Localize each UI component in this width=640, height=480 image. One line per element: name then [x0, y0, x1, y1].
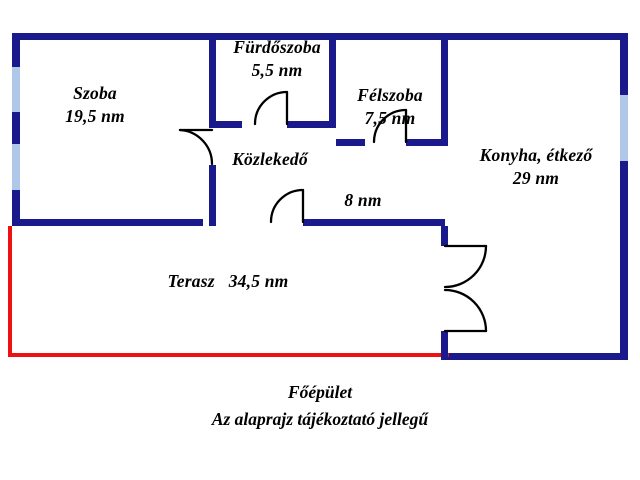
wall-felszoba-south-left [336, 139, 365, 146]
plan-caption: Főépület Az alaprajz tájékoztató jellegű [0, 382, 640, 430]
room-area-felszoba: 7,5 nm [364, 108, 416, 129]
window-left-lower-icon [12, 144, 20, 190]
door-hall-south [269, 188, 305, 224]
room-area-konyha: 29 nm [512, 168, 560, 189]
wall-exterior-top [12, 33, 628, 40]
door-terrace-upper [443, 244, 488, 289]
wall-furdo-south-left [216, 121, 242, 128]
room-label-szoba: Szoba 19,5 nm [0, 82, 190, 128]
wall-szoba-east-upper [209, 33, 216, 128]
room-label-konyha: Konyha, étkező 29 nm [452, 144, 620, 190]
wall-furdo-east [329, 33, 336, 128]
window-left-upper-icon [12, 67, 20, 112]
caption-title: Főépület [287, 382, 353, 402]
room-area-kozlekedo: 8 nm [344, 190, 382, 210]
wall-south-szoba [12, 219, 203, 226]
terrace-edge-left [8, 226, 12, 357]
caption-disclaimer: Az alaprajz tájékoztató jellegű [211, 409, 429, 429]
room-name-kozlekedo-wrap: Közlekedő [211, 148, 329, 171]
room-name-felszoba: Félszoba [357, 85, 423, 105]
wall-exterior-left-bottom [12, 190, 20, 226]
room-name-furdoszoba: Fürdőszoba [233, 37, 321, 57]
wall-furdo-south-right [287, 121, 336, 128]
door-halfroom [372, 108, 408, 144]
room-name-szoba: Szoba [73, 83, 117, 103]
door-bathroom [253, 90, 289, 126]
wall-szoba-east-lower [209, 165, 216, 226]
room-area-furdoszoba: 5,5 nm [251, 60, 303, 81]
wall-exterior-left-mid [12, 112, 20, 144]
room-label-furdoszoba: Fürdőszoba 5,5 nm [203, 36, 351, 82]
door-terrace-lower [443, 288, 488, 333]
room-label-felszoba: Félszoba 7,5 nm [330, 84, 450, 130]
wall-terrace-east-upper [441, 226, 448, 246]
room-area-szoba: 19,5 nm [65, 106, 125, 127]
wall-exterior-bottom-right [445, 353, 628, 360]
wall-terrace-east-lower [441, 331, 448, 360]
wall-felszoba-south-right [406, 139, 448, 146]
room-area-kozlekedo-wrap: 8 nm [313, 189, 413, 212]
room-name-kozlekedo: Közlekedő [232, 149, 308, 169]
wall-exterior-left-top [12, 33, 20, 67]
room-area-terasz: 34,5 nm [228, 271, 289, 291]
wall-exterior-right-bottom [620, 161, 628, 360]
room-label-terasz: Terasz 34,5 nm [128, 270, 328, 293]
door-hall-to-room [178, 128, 214, 166]
wall-south-hall-right [303, 219, 445, 226]
wall-exterior-right-top [620, 33, 628, 95]
terrace-edge-bottom [8, 353, 449, 357]
window-right-icon [620, 95, 628, 161]
room-name-terasz: Terasz [167, 271, 215, 291]
wall-felszoba-east [441, 33, 448, 146]
room-name-konyha: Konyha, étkező [479, 145, 593, 165]
